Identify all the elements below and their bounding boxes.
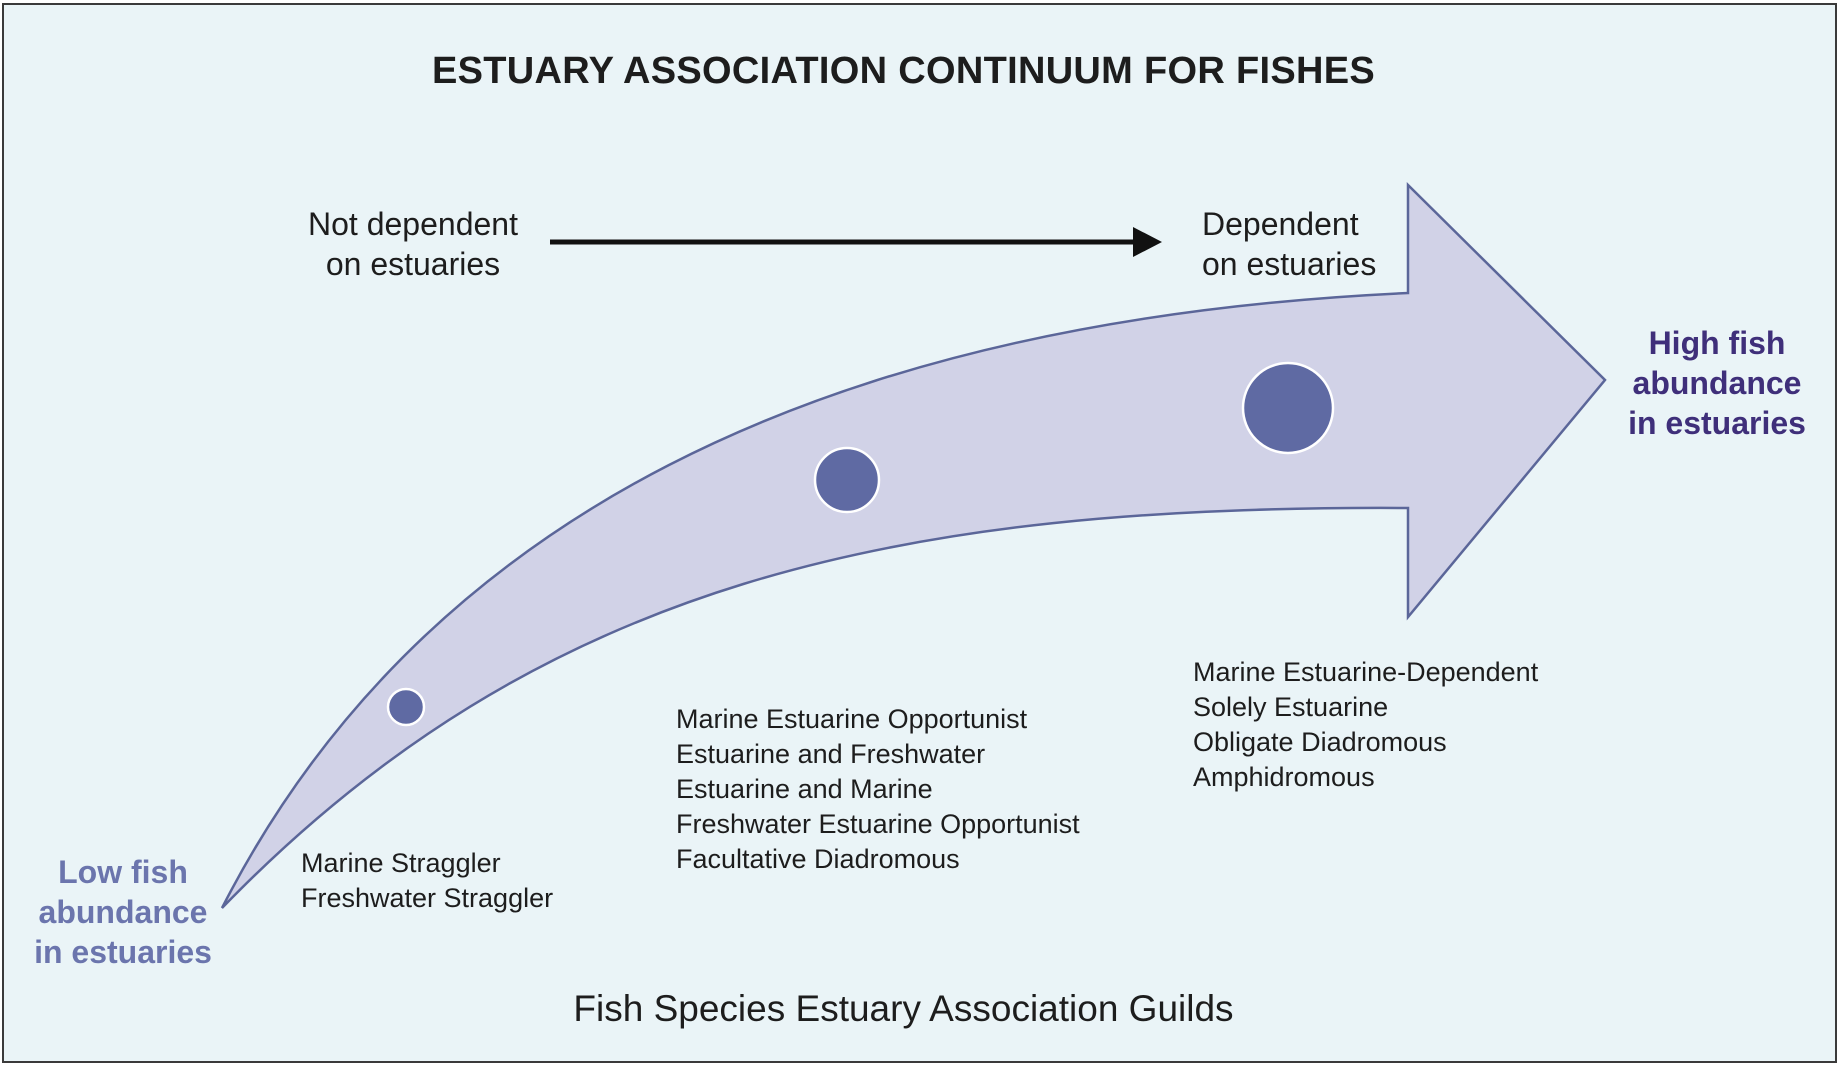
dependent-label: Dependent on estuaries <box>1202 204 1472 284</box>
dependent-line-1: Dependent <box>1202 206 1359 242</box>
guild-item: Marine Estuarine Opportunist <box>676 704 1028 734</box>
guild-group-straggler: Marine Straggler Freshwater Straggler <box>301 846 553 916</box>
guild-circle-large <box>1241 361 1335 455</box>
guild-circle-small <box>386 687 426 727</box>
continuum-arrow <box>220 182 1607 909</box>
dependent-line-2: on estuaries <box>1202 246 1377 282</box>
guild-item: Obligate Diadromous <box>1193 727 1447 757</box>
guild-item: Facultative Diadromous <box>676 844 960 874</box>
low-abundance-line-3: in estuaries <box>34 934 212 970</box>
guild-circle-medium <box>813 446 881 514</box>
not-dependent-line-2: on estuaries <box>325 246 501 282</box>
high-abundance-label: High fish abundance in estuaries <box>1612 323 1822 443</box>
diagram-title: ESTUARY ASSOCIATION CONTINUUM FOR FISHES <box>431 50 1376 92</box>
low-abundance-line-2: abundance <box>38 894 208 930</box>
guild-item: Estuarine and Marine <box>676 774 933 804</box>
high-abundance-line-1: High fish <box>1648 325 1786 361</box>
not-dependent-label: Not dependent on estuaries <box>278 204 548 284</box>
dependency-arrow-head <box>1133 227 1162 257</box>
guild-group-dependent: Marine Estuarine-Dependent Solely Estuar… <box>1193 655 1538 795</box>
guild-item: Marine Straggler <box>301 848 501 878</box>
guild-item: Estuarine and Freshwater <box>676 739 986 769</box>
not-dependent-line-1: Not dependent <box>308 206 518 242</box>
low-abundance-line-1: Low fish <box>58 854 188 890</box>
guild-item: Marine Estuarine-Dependent <box>1193 657 1539 687</box>
guild-item: Freshwater Straggler <box>301 883 554 913</box>
guild-group-opportunist: Marine Estuarine Opportunist Estuarine a… <box>676 702 1080 877</box>
guild-item: Amphidromous <box>1193 762 1375 792</box>
guild-item: Freshwater Estuarine Opportunist <box>676 809 1080 839</box>
guild-item: Solely Estuarine <box>1193 692 1389 722</box>
low-abundance-label: Low fish abundance in estuaries <box>18 852 228 972</box>
high-abundance-line-2: abundance <box>1632 365 1802 401</box>
footer-caption: Fish Species Estuary Association Guilds <box>573 988 1234 1029</box>
high-abundance-line-3: in estuaries <box>1628 405 1806 441</box>
